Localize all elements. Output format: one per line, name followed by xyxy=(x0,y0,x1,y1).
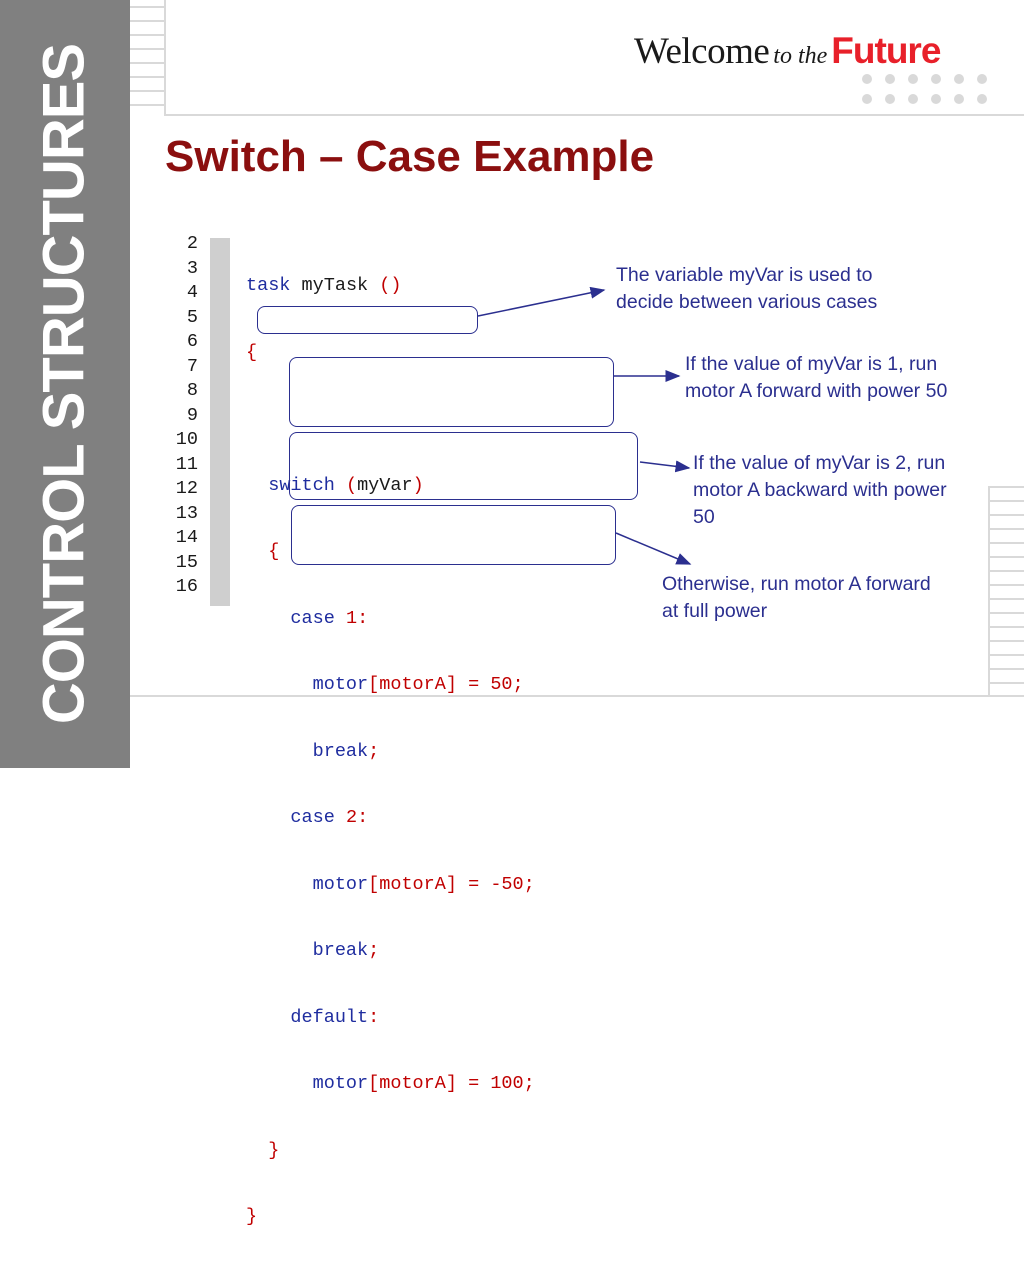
note-line: The variable myVar is used to xyxy=(616,264,873,286)
code-line: break; xyxy=(312,740,380,762)
line-number: 6 xyxy=(186,331,198,352)
page-title: Switch – Case Example xyxy=(165,132,655,181)
sidebar: CONTROL STRUCTURES xyxy=(0,0,130,768)
bottom-right-divider xyxy=(988,486,990,696)
line-number: 5 xyxy=(186,306,198,328)
note-line: If the value of myVar is 1, run xyxy=(685,353,938,375)
code-line: motor[motorA] = 50; xyxy=(312,674,524,695)
line-number: 9 xyxy=(186,404,198,426)
note-line: at full power xyxy=(662,600,768,622)
line-number: 7 xyxy=(186,355,198,377)
line-number: 8 xyxy=(186,380,198,401)
line-number: 12 xyxy=(175,478,198,499)
code-line: default: xyxy=(290,1006,380,1028)
note-line: motor A forward with power 50 xyxy=(685,380,948,402)
case1-highlight-box xyxy=(289,357,614,427)
tagline: Welcome to the Future xyxy=(634,30,941,73)
tagline-future: Future xyxy=(831,30,941,71)
line-number: 4 xyxy=(186,282,198,303)
line-number: 3 xyxy=(186,257,198,279)
annotation-arrows xyxy=(477,286,692,565)
code-line: break; xyxy=(312,940,380,961)
header-divider-vertical xyxy=(164,0,166,116)
tagline-welcome: Welcome xyxy=(634,31,770,72)
code-gutter-bar xyxy=(210,238,230,606)
case2-note: If the value of myVar is 2, run motor A … xyxy=(693,450,947,531)
variable-note: The variable myVar is used to decide bet… xyxy=(616,262,877,316)
code-line: switch (myVar) xyxy=(268,474,424,496)
code-line: case 2: xyxy=(290,807,369,828)
default-note: Otherwise, run motor A forward at full p… xyxy=(662,571,931,625)
switch-highlight-box xyxy=(257,306,478,334)
line-number: 11 xyxy=(175,453,198,475)
case1-note: If the value of myVar is 1, run motor A … xyxy=(685,351,947,405)
code-line: motor[motorA] = 100; xyxy=(312,1073,535,1094)
code-line: motor[motorA] = -50; xyxy=(312,873,535,895)
arrow-variable xyxy=(477,286,606,317)
footer-divider xyxy=(130,695,1024,697)
line-number: 10 xyxy=(175,429,198,450)
note-line: Otherwise, run motor A forward xyxy=(662,573,931,595)
code-line: case 1: xyxy=(290,607,369,629)
code-line: { xyxy=(268,541,280,562)
note-line: decide between various cases xyxy=(616,291,878,313)
header-divider-horizontal xyxy=(164,114,1024,116)
line-number: 13 xyxy=(175,502,198,524)
line-number: 16 xyxy=(175,576,198,597)
line-number: 15 xyxy=(175,551,198,573)
tagline-to-the: to the xyxy=(773,43,828,69)
code-line: task myTask () xyxy=(246,275,402,296)
default-highlight-box xyxy=(291,505,616,565)
line-numbers: 2 3 4 5 6 7 8 9 10 11 12 13 14 15 16 xyxy=(160,232,198,600)
note-line: If the value of myVar is 2, run xyxy=(693,452,946,474)
arrow-case2 xyxy=(639,460,691,473)
note-line: motor A backward with power xyxy=(693,479,947,501)
line-number: 2 xyxy=(186,233,198,254)
code-line: } xyxy=(246,1206,258,1227)
code-line: } xyxy=(268,1139,280,1161)
arrow-default xyxy=(615,532,692,565)
case2-highlight-box xyxy=(289,432,638,500)
line-number: 14 xyxy=(175,527,198,548)
note-line: 50 xyxy=(693,506,715,528)
code-line: { xyxy=(246,341,258,363)
